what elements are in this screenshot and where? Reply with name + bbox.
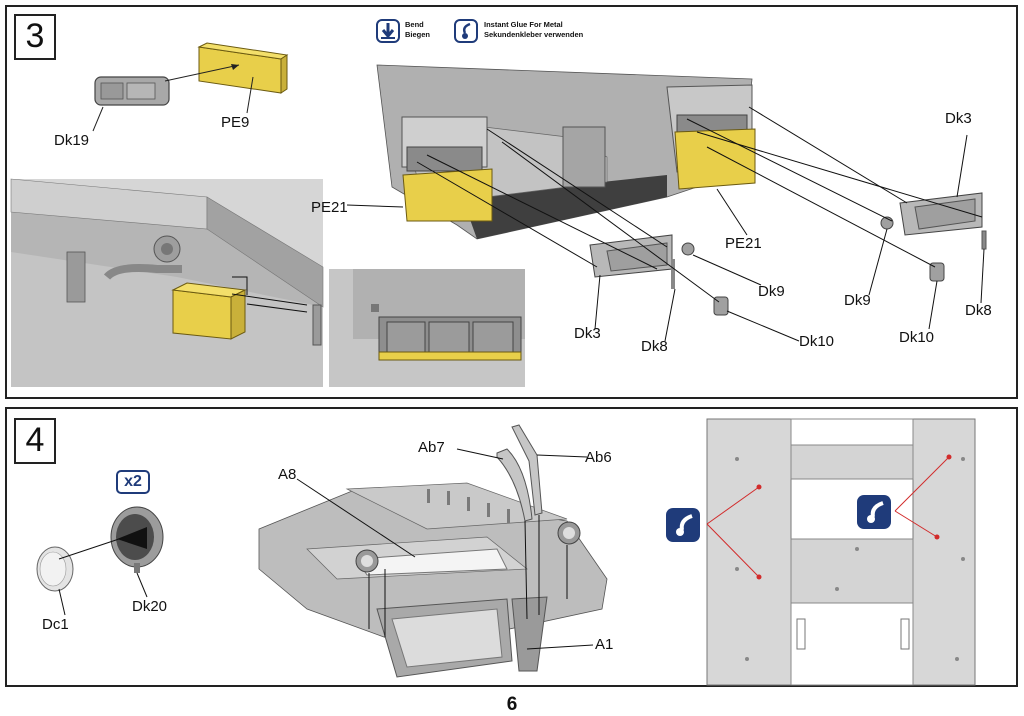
detail-view-middle (329, 269, 525, 387)
vehicle-body-step3 (376, 64, 756, 240)
legend-glue-de: Sekundenkleber verwenden (484, 30, 584, 39)
part-headlight-right-icon (557, 521, 581, 545)
label-pe21-right: PE21 (725, 235, 762, 252)
step-number-4: 4 (14, 418, 56, 464)
step-4-drawing (36, 418, 976, 686)
label-dc1: Dc1 (42, 616, 69, 633)
label-dk9-mid: Dk9 (758, 283, 785, 300)
glue-point-leaders (706, 456, 950, 578)
part-dk20-icon (110, 506, 164, 573)
part-ab7-icon (496, 448, 533, 522)
glue-icon-left (666, 508, 700, 542)
label-dk3-mid: Dk3 (574, 325, 601, 342)
glue-point-dots (756, 454, 952, 580)
part-dk8-right-icon (981, 230, 987, 250)
step-3-drawing (10, 42, 987, 387)
vehicle-front-frame (258, 482, 608, 678)
part-dk3-right-icon (899, 192, 983, 236)
label-dk19: Dk19 (54, 132, 90, 149)
legend-bend-de: Biegen (405, 30, 431, 39)
step-4-panel: 4 x2 (5, 407, 1018, 687)
glue-icon-right (857, 495, 891, 529)
label-ab6: Ab6 (585, 449, 612, 466)
part-pe9-icon (197, 42, 289, 94)
label-a1: A1 (595, 636, 614, 653)
step-number-3: 3 (14, 14, 56, 60)
part-dk19-icon (94, 76, 170, 106)
label-dk3-right: Dk3 (945, 110, 972, 127)
part-dc1-icon (36, 546, 74, 592)
label-dk9-right: Dk9 (844, 292, 871, 309)
page-number: 6 (506, 694, 518, 715)
step-3-leader-lines (346, 106, 985, 342)
label-dk8-right: Dk8 (965, 302, 992, 319)
glue-bottle-icon (454, 19, 478, 43)
detail-view-left (10, 178, 324, 387)
part-headlight-left-icon (355, 549, 379, 573)
step-3-panel: 3 Bend Biegen Instant Glue For Metal Sek… (5, 5, 1018, 399)
bend-arrow-icon (376, 19, 400, 43)
label-pe9: PE9 (221, 114, 250, 131)
hull-underside-diagram (706, 418, 976, 686)
part-ab6-icon (511, 424, 543, 516)
label-ab7: Ab7 (418, 439, 445, 456)
part-dk9-mid-icon (681, 242, 695, 256)
label-dk10-right: Dk10 (899, 329, 935, 346)
label-a8: A8 (278, 466, 297, 483)
part-dk3-mid-icon (589, 234, 675, 289)
label-dk10-mid: Dk10 (799, 333, 835, 350)
label-pe21-left: PE21 (311, 199, 348, 216)
legend-bend-en: Bend (405, 20, 424, 29)
legend-glue-en: Instant Glue For Metal (484, 20, 563, 29)
label-dk20: Dk20 (132, 598, 168, 615)
quantity-badge: x2 (116, 470, 150, 494)
step-4-leader-lines (296, 448, 594, 650)
label-dk8-mid: Dk8 (641, 338, 668, 355)
